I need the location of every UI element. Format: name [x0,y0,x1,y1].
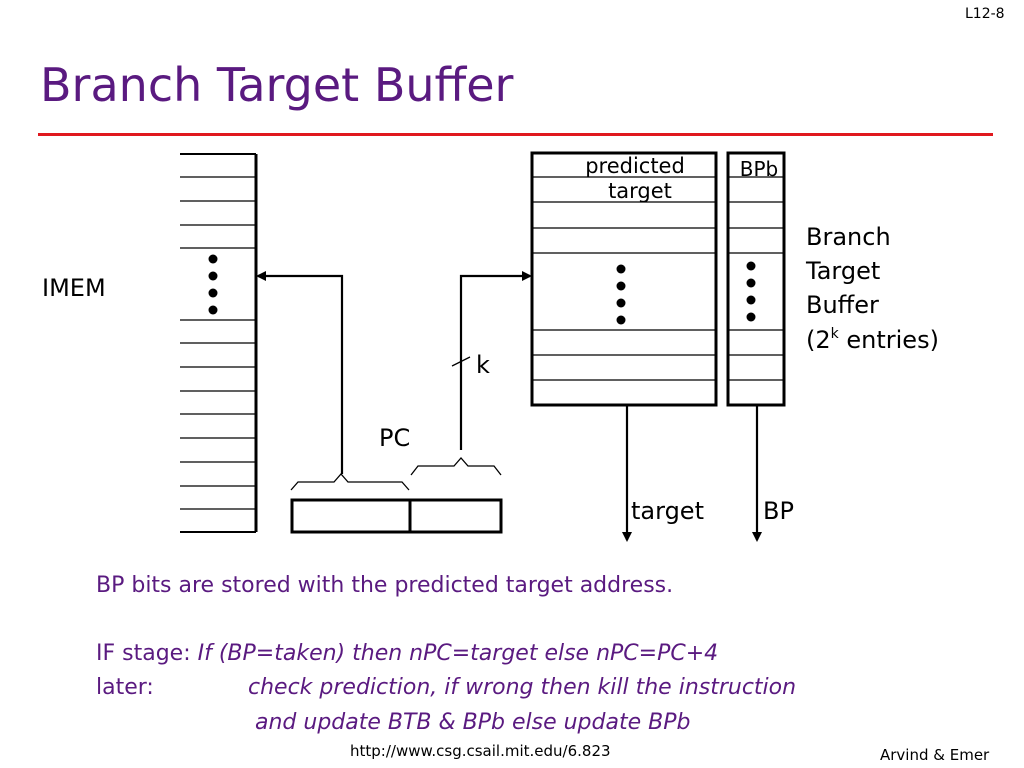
imem-ellipsis [208,254,218,315]
btb-target-table [530,151,718,407]
slide-number: L12-8 [965,6,1005,22]
k-bus-slash [451,356,471,367]
pc-index-to-btb-arrow [459,271,532,450]
btb-target-ellipsis [616,264,626,325]
later-rule-line2: and update BTB & BPb else update BPb [255,710,690,735]
btb-label-exponent: k [831,326,840,342]
if-stage-rule: If (BP=taken) then nPC=target else nPC=P… [198,641,719,666]
slide-title: Branch Target Buffer [40,58,514,112]
footer-url: http://www.csg.csail.mit.edu/6.823 [350,742,611,760]
later-rule-line1: check prediction, if wrong then kill the… [248,675,796,700]
pc-register [290,498,503,534]
target-output-label: target [631,497,704,525]
body-line-1: BP bits are stored with the predicted ta… [96,573,673,598]
predicted-target-header-line1: predicted [585,154,685,178]
pc-braces [290,457,502,491]
bpb-ellipsis [746,261,756,322]
pc-label: PC [379,424,410,452]
imem-label: IMEM [42,274,106,302]
btb-label-line4: (2k entries) [806,326,939,354]
bp-output-label: BP [763,497,794,525]
bpb-table [726,151,786,407]
imem-array [180,153,258,533]
footer-author: Arvind & Emer [880,746,990,764]
btb-label-line4-prefix: (2 [806,326,831,354]
k-label: k [476,351,490,379]
later-label: later: [96,675,154,700]
if-stage-label: IF stage: [96,641,198,666]
bpb-header: BPb [740,157,778,181]
pc-to-imem-arrow [256,271,344,474]
btb-label-line1: Branch [806,223,891,251]
if-stage-line: IF stage: If (BP=taken) then nPC=target … [96,641,718,666]
btb-label-line3: Buffer [806,291,879,319]
btb-label-line4-suffix: entries) [839,326,939,354]
title-divider [38,133,993,136]
btb-label-line2: Target [805,257,880,285]
predicted-target-header-line2: target [608,179,672,203]
